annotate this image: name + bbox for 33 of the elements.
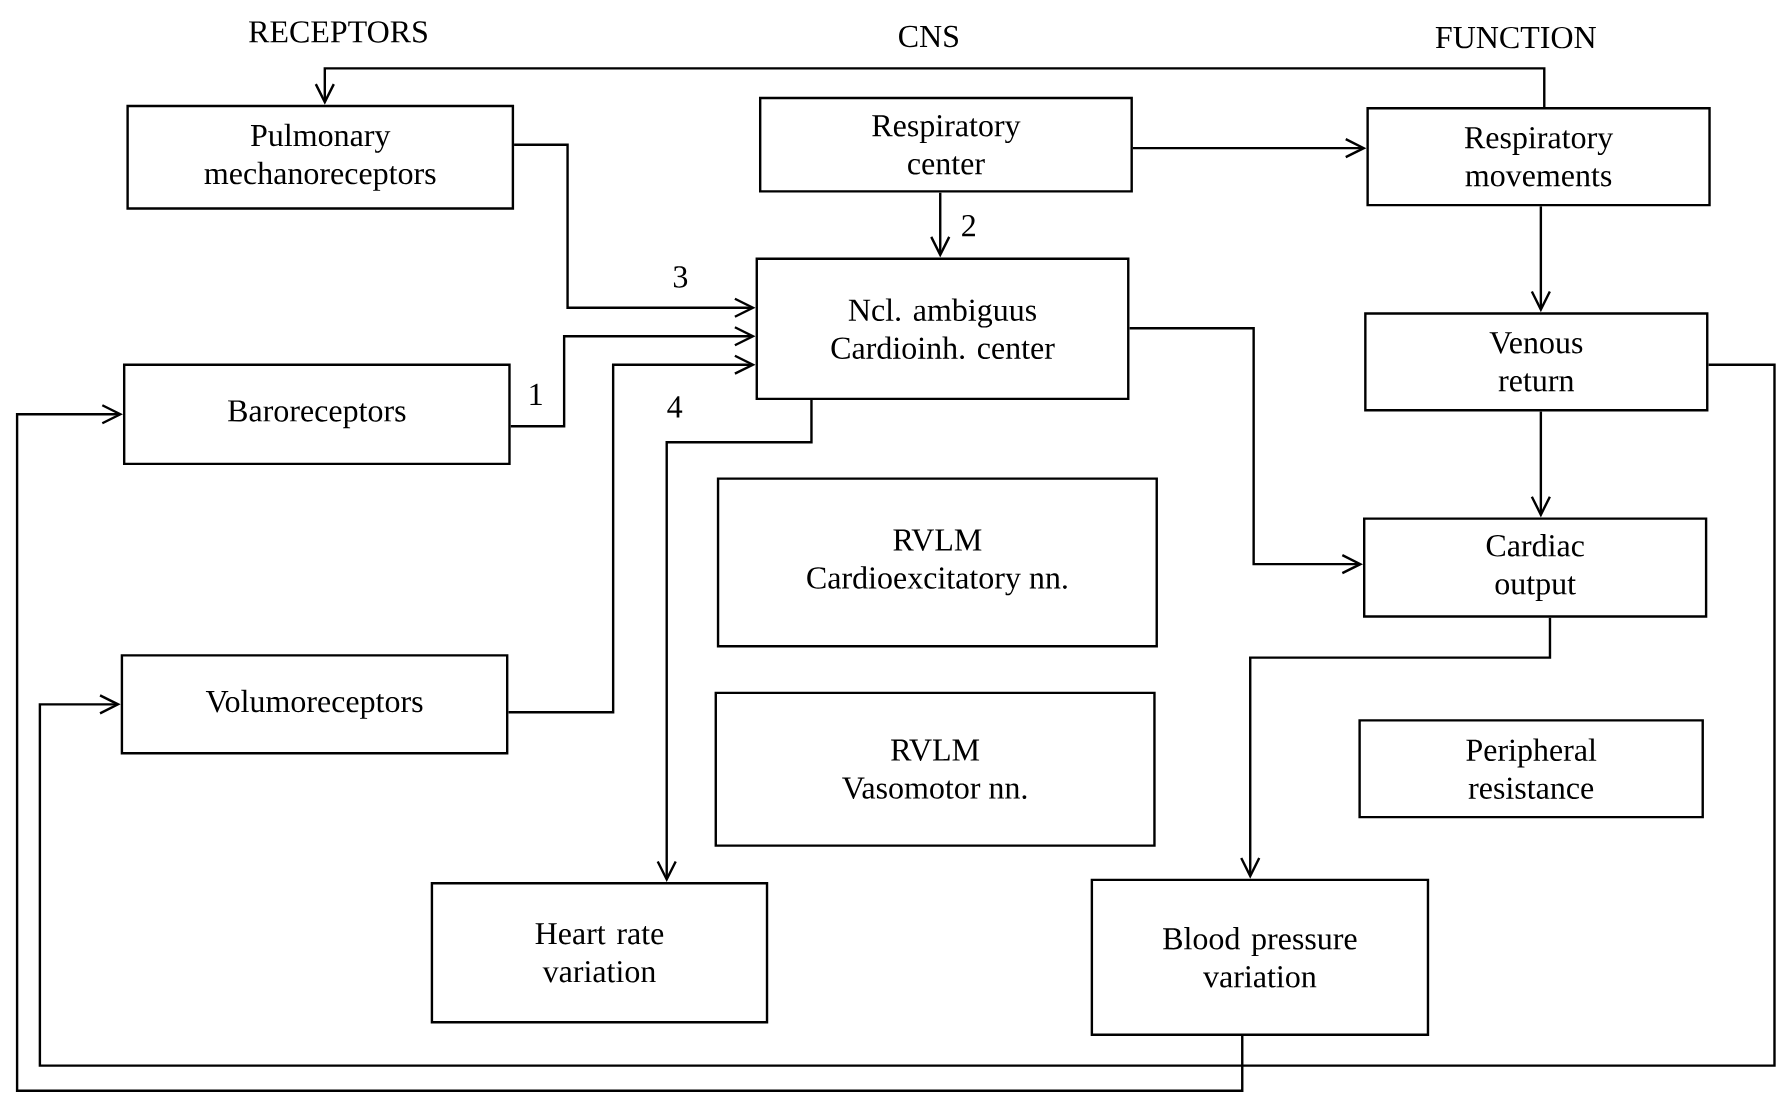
edge-label: 2 [958,213,979,239]
arrow [38,363,1776,1067]
process-box: Cardiac output [1363,517,1708,618]
arrow [510,326,756,428]
process-box: Respiratory center [759,96,1133,193]
process-box: Heart rate variation [430,882,769,1024]
process-box: RVLM Cardioexcitatory nn. [716,477,1158,648]
process-box: Blood pressure variation [1090,878,1430,1037]
arrow [1240,617,1552,879]
edge-label: 3 [670,264,691,290]
arrow [508,354,756,714]
column-heading: CNS [899,25,958,48]
arrow [514,143,756,318]
arrow [1530,411,1551,518]
arrow [1530,206,1551,313]
arrow [15,404,1244,1092]
process-box: Peripheral resistance [1358,719,1704,819]
column-heading: RECEPTORS [249,21,427,43]
edge-label: 1 [525,381,546,407]
process-box: Pulmonary mechanoreceptors [126,104,515,210]
arrow [656,400,813,883]
process-box: RVLM Vasomotor nn. [714,691,1156,847]
process-box: Ncl. ambiguus Cardioinh. center [755,257,1130,401]
arrow [930,192,951,258]
process-box: Volumoreceptors [120,654,509,755]
process-box: Venous return [1364,312,1709,412]
arrow [314,67,1546,108]
edge-label: 4 [664,394,685,420]
arrow [1129,327,1363,575]
arrow [1132,138,1367,159]
process-box: Baroreceptors [123,363,511,466]
column-heading: FUNCTION [1435,26,1596,49]
process-box: Respiratory movements [1366,107,1711,207]
